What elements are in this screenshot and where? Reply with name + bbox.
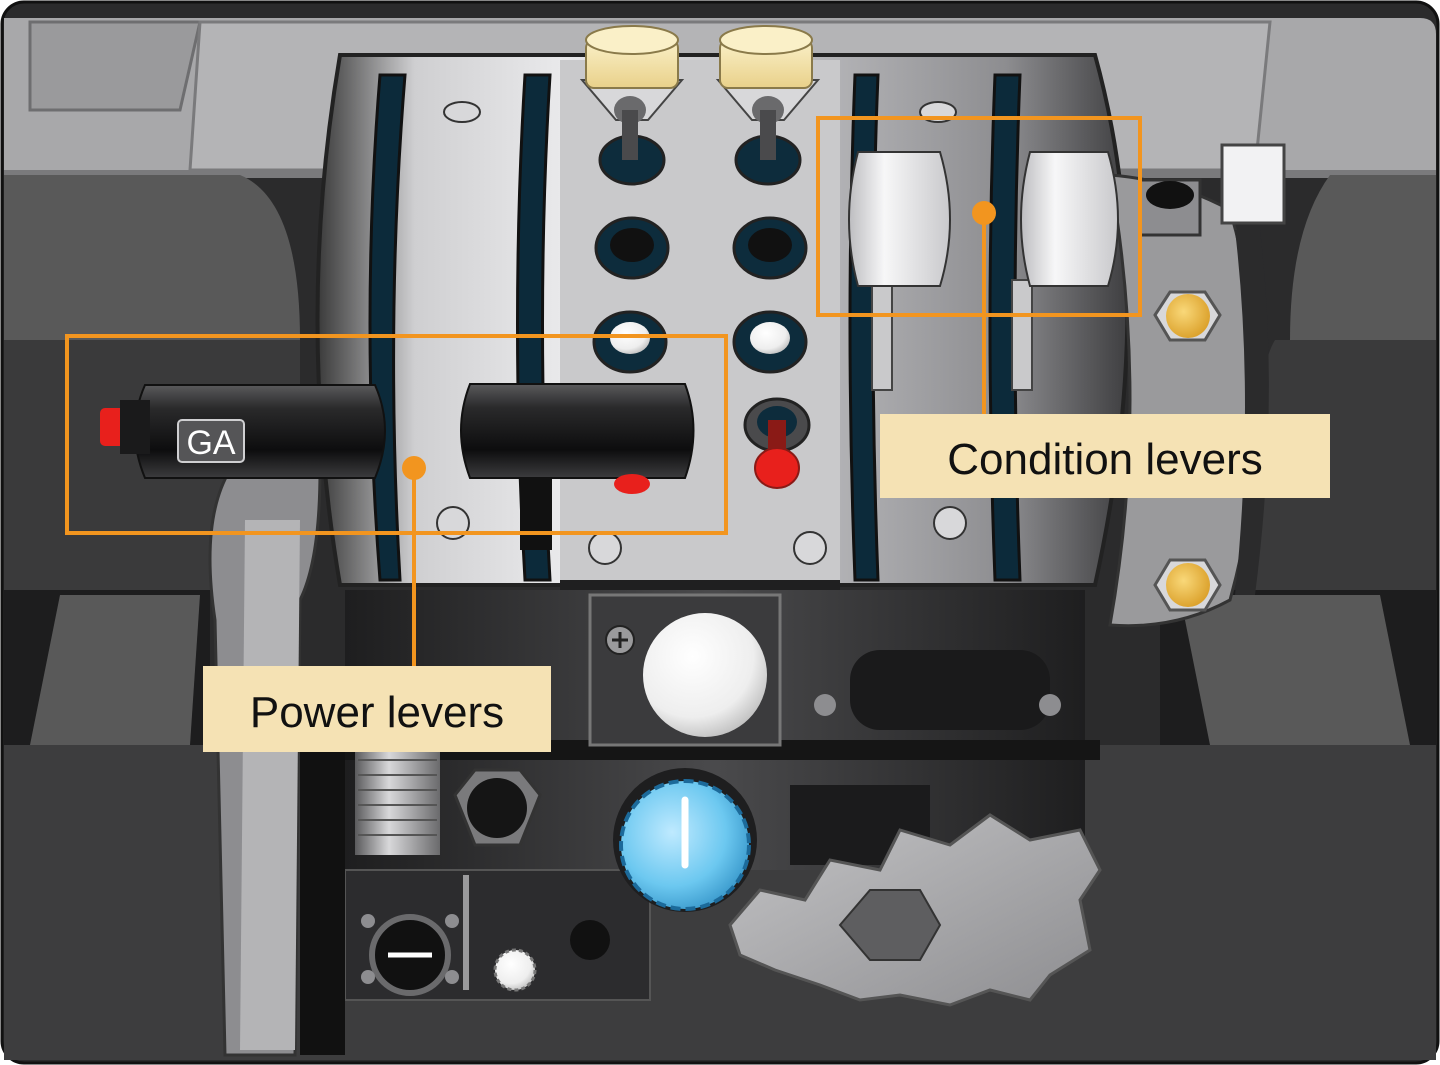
friction-wheel[interactable] [355,745,440,855]
condition-levers-leader-dot [972,201,996,225]
condition-levers-highlight-box [816,116,1142,317]
condition-levers-callout: Condition levers [816,116,1330,498]
power-levers-highlight-box [65,334,728,535]
power-lever-arm [208,468,345,1057]
red-toggle-switch[interactable] [743,397,811,489]
trim-gear [728,813,1102,1007]
ga-label: GA [186,424,235,462]
condition-levers-label-box [880,414,1330,498]
toggle-switch-right[interactable] [715,25,821,186]
power-levers-label: Power levers [250,688,504,737]
condition-lever-right[interactable] [1011,151,1119,391]
screws [436,101,967,565]
latch-block [1220,143,1286,225]
toggle-switch-left[interactable] [579,25,685,186]
condition-levers-label: Condition levers [947,435,1263,484]
lower-control-plate [361,875,610,996]
power-levers-leader-dot [402,456,426,480]
white-push-button[interactable] [643,613,767,737]
power-lever-left[interactable]: GA [100,384,386,479]
power-levers-callout: Power levers [65,334,728,752]
indicator-holes [592,216,808,374]
small-white-knob[interactable] [493,948,537,992]
condition-lever-left[interactable] [848,151,951,391]
ga-button[interactable] [177,419,245,463]
power-levers-label-box [203,666,551,752]
power-lever-right[interactable] [460,383,695,550]
right-fittings [1138,143,1286,612]
rudder-trim-knob[interactable] [613,768,757,912]
